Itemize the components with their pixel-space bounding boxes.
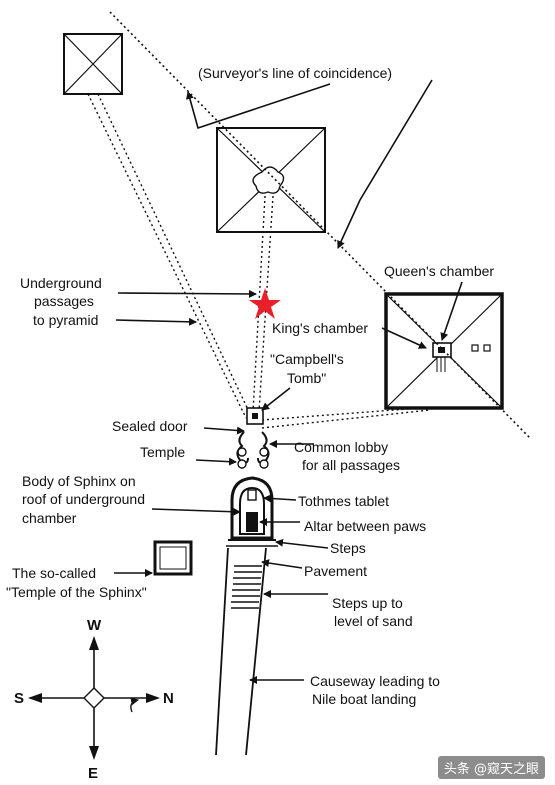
pavement-label: Pavement [304,563,367,579]
passages-leader [115,317,197,326]
underground-label-1: Underground [20,275,102,291]
temple-of-sphinx [153,540,193,576]
temple-leader [195,457,237,466]
campbells-tomb-star [249,288,281,319]
sphinx-temple-complex [236,407,270,469]
steps-up-label-1: Steps up to [332,595,403,611]
watermark: 头条 @窥天之眼 [437,756,545,779]
sealed-door-label: Sealed door [112,418,188,434]
underground-label-3: to pyramid [33,312,98,328]
body-sphinx-label-1: Body of Sphinx on [22,473,136,489]
sphinx-body [230,476,274,540]
campbell-leader [261,387,291,411]
causeway [215,547,267,756]
so-called-label-2: "Temple of the Sphinx" [6,584,147,600]
steps-label: Steps [330,540,366,556]
compass-north-arrow-icon [89,636,99,650]
queens-chamber-label: Queen's chamber [384,263,494,279]
campbell-label-2: Tomb" [287,370,326,386]
altar-label: Altar between paws [304,518,426,534]
tothmes-leader [263,494,297,503]
so-called-label-1: The so-called [12,565,96,581]
body-sphinx-label-2: roof of underground [22,491,145,507]
compass-w: W [87,617,102,634]
temple-label: Temple [140,444,185,460]
common-lobby-label-1: Common lobby [294,439,388,455]
surveyor-line-label: (Surveyor's line of coincidence) [198,65,392,81]
small-pyramid [63,33,123,95]
sealed-door-leader [203,426,245,435]
common-lobby-label-2: for all passages [302,457,400,473]
causeway-label-2: Nile boat landing [312,691,416,707]
surveyor-leader [186,83,331,130]
compass: W S N E [14,617,174,782]
underground-label-2: passages [34,293,94,309]
underground-leader [117,289,257,298]
causeway-label-1: Causeway leading to [310,673,440,689]
altar [246,512,258,532]
steps-leader [275,538,329,549]
underground-passages [87,93,431,429]
causeway-steps [231,565,262,609]
kings-chamber-leader [381,327,427,349]
steps-up-label-2: level of sand [334,613,413,629]
middle-pyramid-chamber [252,166,285,194]
tothmes-tablet [247,489,257,501]
body-sphinx-label-3: chamber [22,510,77,526]
body-leader [151,507,241,516]
pavement-leader [261,559,303,569]
kings-chamber-label: King's chamber [272,320,368,336]
surveyor-leader-2 [337,79,433,249]
compass-s: S [14,690,24,707]
compass-west-arrow-icon [28,693,42,703]
compass-e: E [88,765,98,782]
compass-n: N [163,690,174,707]
compass-south-arrow-icon [89,746,99,760]
compass-east-arrow-icon [146,693,160,703]
queens-chamber-leader [440,281,463,341]
campbell-label-1: "Campbell's [270,351,344,367]
tothmes-label: Tothmes tablet [298,493,389,509]
